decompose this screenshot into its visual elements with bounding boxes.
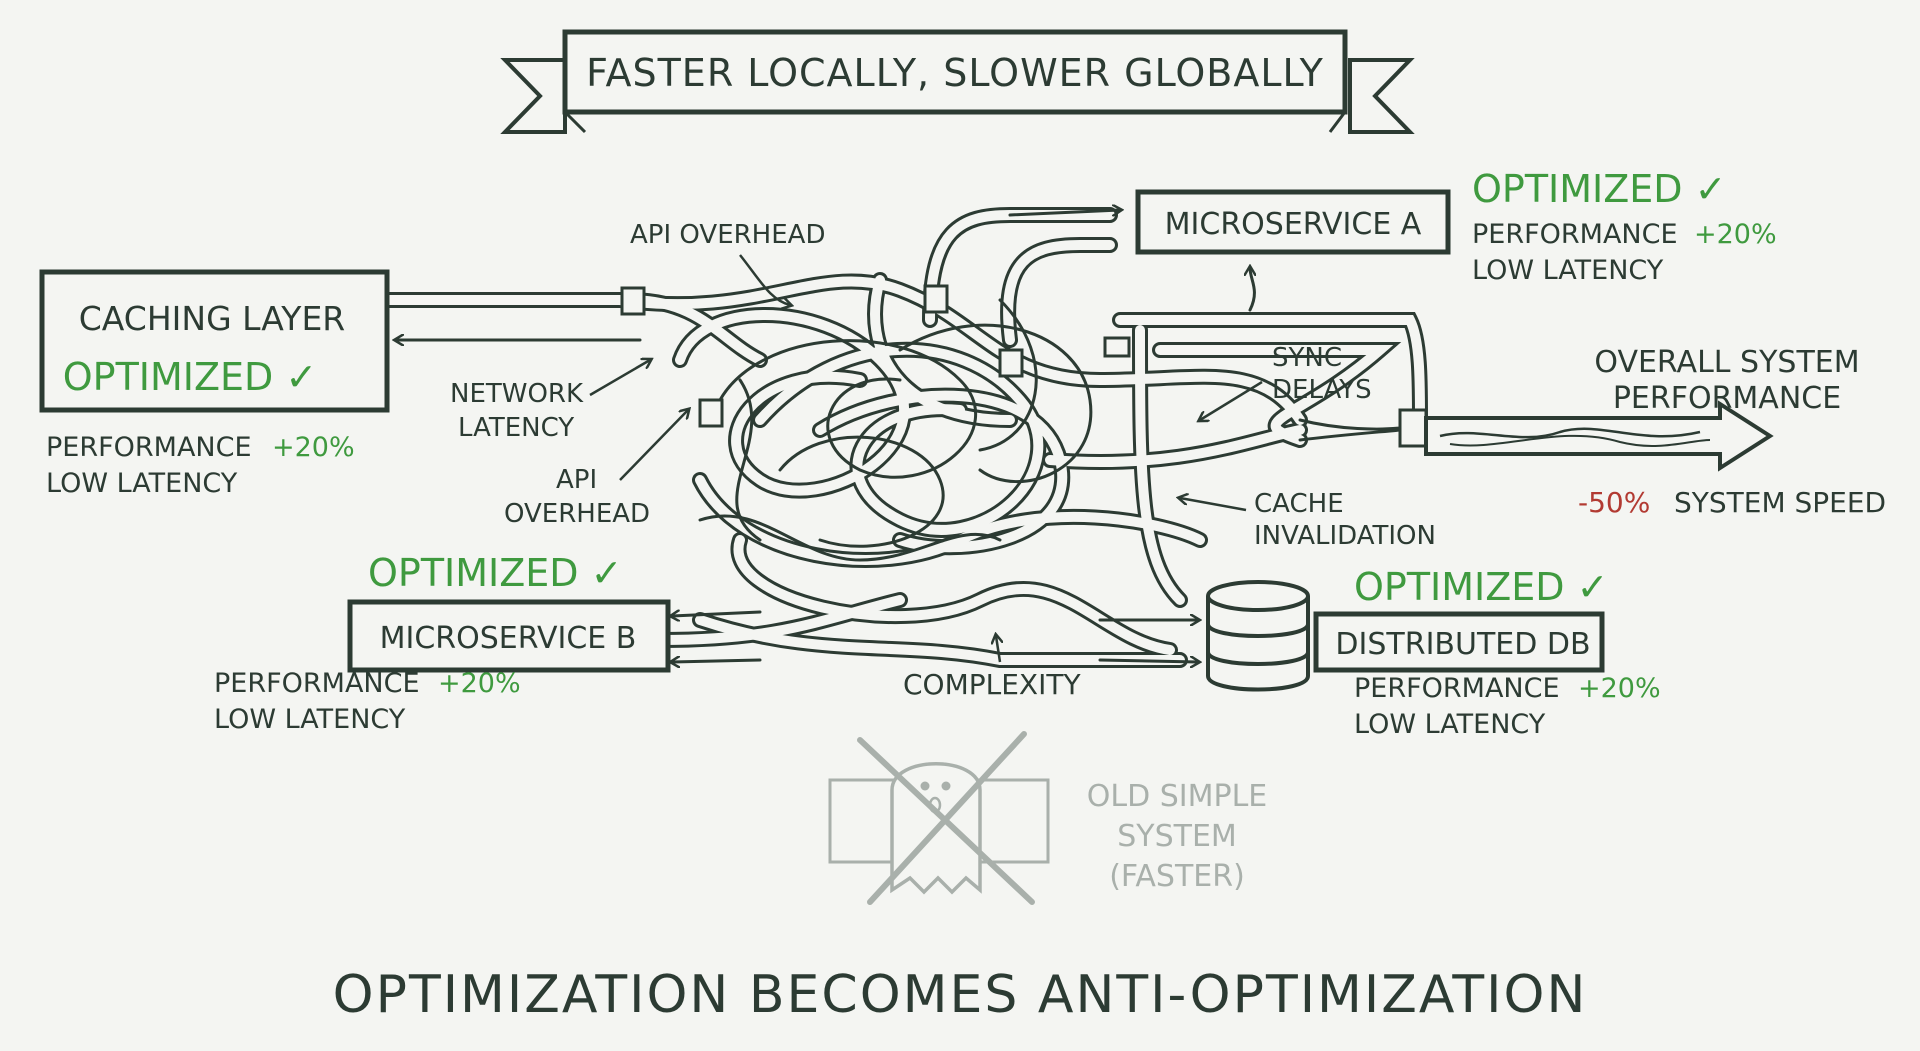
annotations: API OVERHEAD NETWORK LATENCY API OVERHEA… bbox=[450, 220, 1436, 701]
pipe-clamp bbox=[1103, 336, 1131, 358]
annotation-sync-delays-line-1: SYNC bbox=[1272, 343, 1342, 373]
caching-layer-box bbox=[39, 269, 390, 413]
database-icon bbox=[1206, 580, 1310, 692]
annotation-sync-delays-line-2: DELAYS bbox=[1272, 375, 1372, 405]
caching-perf-label: PERFORMANCE bbox=[46, 432, 252, 463]
old-system-line-3: (FASTER) bbox=[1109, 859, 1245, 894]
caching-perf-value: +20% bbox=[272, 432, 355, 463]
distributed-db-box bbox=[1313, 611, 1605, 673]
pipe-clamp bbox=[998, 348, 1024, 378]
system-speed-label: SYSTEM SPEED bbox=[1674, 486, 1886, 519]
microservice-b-optimized: OPTIMIZED ✓ bbox=[368, 551, 622, 595]
pipe-clamp bbox=[620, 286, 646, 316]
overall-performance-arrow bbox=[1424, 400, 1774, 472]
annotation-network-latency-line-2: LATENCY bbox=[458, 413, 574, 443]
title-banner: FASTER LOCALLY, SLOWER GLOBALLY bbox=[500, 29, 1415, 134]
annotation-complexity: COMPLEXITY bbox=[903, 668, 1081, 701]
system-speed-delta: -50% bbox=[1578, 486, 1650, 519]
microservice-a-latency: LOW LATENCY bbox=[1472, 255, 1664, 286]
microservice-a-perf-label: PERFORMANCE bbox=[1472, 219, 1678, 250]
annotation-api-overhead-left-line-1: API bbox=[556, 465, 597, 495]
distributed-db-label: DISTRIBUTED DB bbox=[1335, 627, 1590, 662]
caching-latency: LOW LATENCY bbox=[46, 468, 238, 499]
overall-performance-label-line-2: PERFORMANCE bbox=[1613, 381, 1841, 416]
tangled-pipes bbox=[380, 210, 1428, 662]
pipe-clamp bbox=[923, 284, 949, 314]
microservice-b-perf-label: PERFORMANCE bbox=[214, 668, 420, 699]
distributed-db-perf-value: +20% bbox=[1578, 673, 1661, 704]
distributed-db-perf-label: PERFORMANCE bbox=[1354, 673, 1560, 704]
annotation-cache-invalidation-line-1: CACHE bbox=[1254, 489, 1344, 519]
banner-title: FASTER LOCALLY, SLOWER GLOBALLY bbox=[586, 51, 1324, 95]
distributed-db-optimized: OPTIMIZED ✓ bbox=[1354, 565, 1608, 609]
annotation-network-latency-line-1: NETWORK bbox=[450, 379, 584, 409]
distributed-db-node: DISTRIBUTED DB bbox=[1313, 611, 1605, 673]
caching-layer-node: CACHING LAYER OPTIMIZED ✓ bbox=[39, 269, 390, 413]
microservice-a-node: MICROSERVICE A bbox=[1135, 189, 1451, 255]
microservice-a-perf-value: +20% bbox=[1694, 219, 1777, 250]
banner-right-tail bbox=[1348, 58, 1415, 134]
overall-performance-label-line-1: OVERALL SYSTEM bbox=[1594, 345, 1859, 380]
banner-body bbox=[562, 29, 1348, 115]
banner-left-tail bbox=[500, 58, 567, 134]
annotation-api-overhead-left-line-2: OVERHEAD bbox=[504, 499, 650, 529]
microservice-a-optimized: OPTIMIZED ✓ bbox=[1472, 167, 1726, 211]
microservice-a-box bbox=[1135, 189, 1451, 255]
old-system-line-2: SYSTEM bbox=[1117, 819, 1237, 854]
microservice-b-node: MICROSERVICE B bbox=[347, 599, 671, 673]
annotation-api-overhead-top: API OVERHEAD bbox=[630, 220, 825, 250]
caching-layer-optimized: OPTIMIZED ✓ bbox=[63, 355, 317, 399]
microservice-b-label: MICROSERVICE B bbox=[380, 621, 637, 656]
microservice-b-latency: LOW LATENCY bbox=[214, 704, 406, 735]
annotation-cache-invalidation-line-2: INVALIDATION bbox=[1254, 521, 1436, 551]
microservice-b-box bbox=[347, 599, 671, 673]
microservice-a-label: MICROSERVICE A bbox=[1165, 207, 1422, 242]
pipe-clamp bbox=[698, 398, 724, 428]
cross-out-icon bbox=[857, 731, 1035, 905]
old-system-line-1: OLD SIMPLE bbox=[1087, 779, 1268, 814]
footer-title: OPTIMIZATION BECOMES ANTI-OPTIMIZATION bbox=[333, 965, 1588, 1025]
pipe-clamp bbox=[1398, 408, 1428, 448]
microservice-b-perf-value: +20% bbox=[438, 668, 521, 699]
caching-layer-label: CACHING LAYER bbox=[79, 299, 345, 338]
old-simple-system: OLD SIMPLE SYSTEM (FASTER) bbox=[828, 731, 1268, 905]
distributed-db-latency: LOW LATENCY bbox=[1354, 709, 1546, 740]
